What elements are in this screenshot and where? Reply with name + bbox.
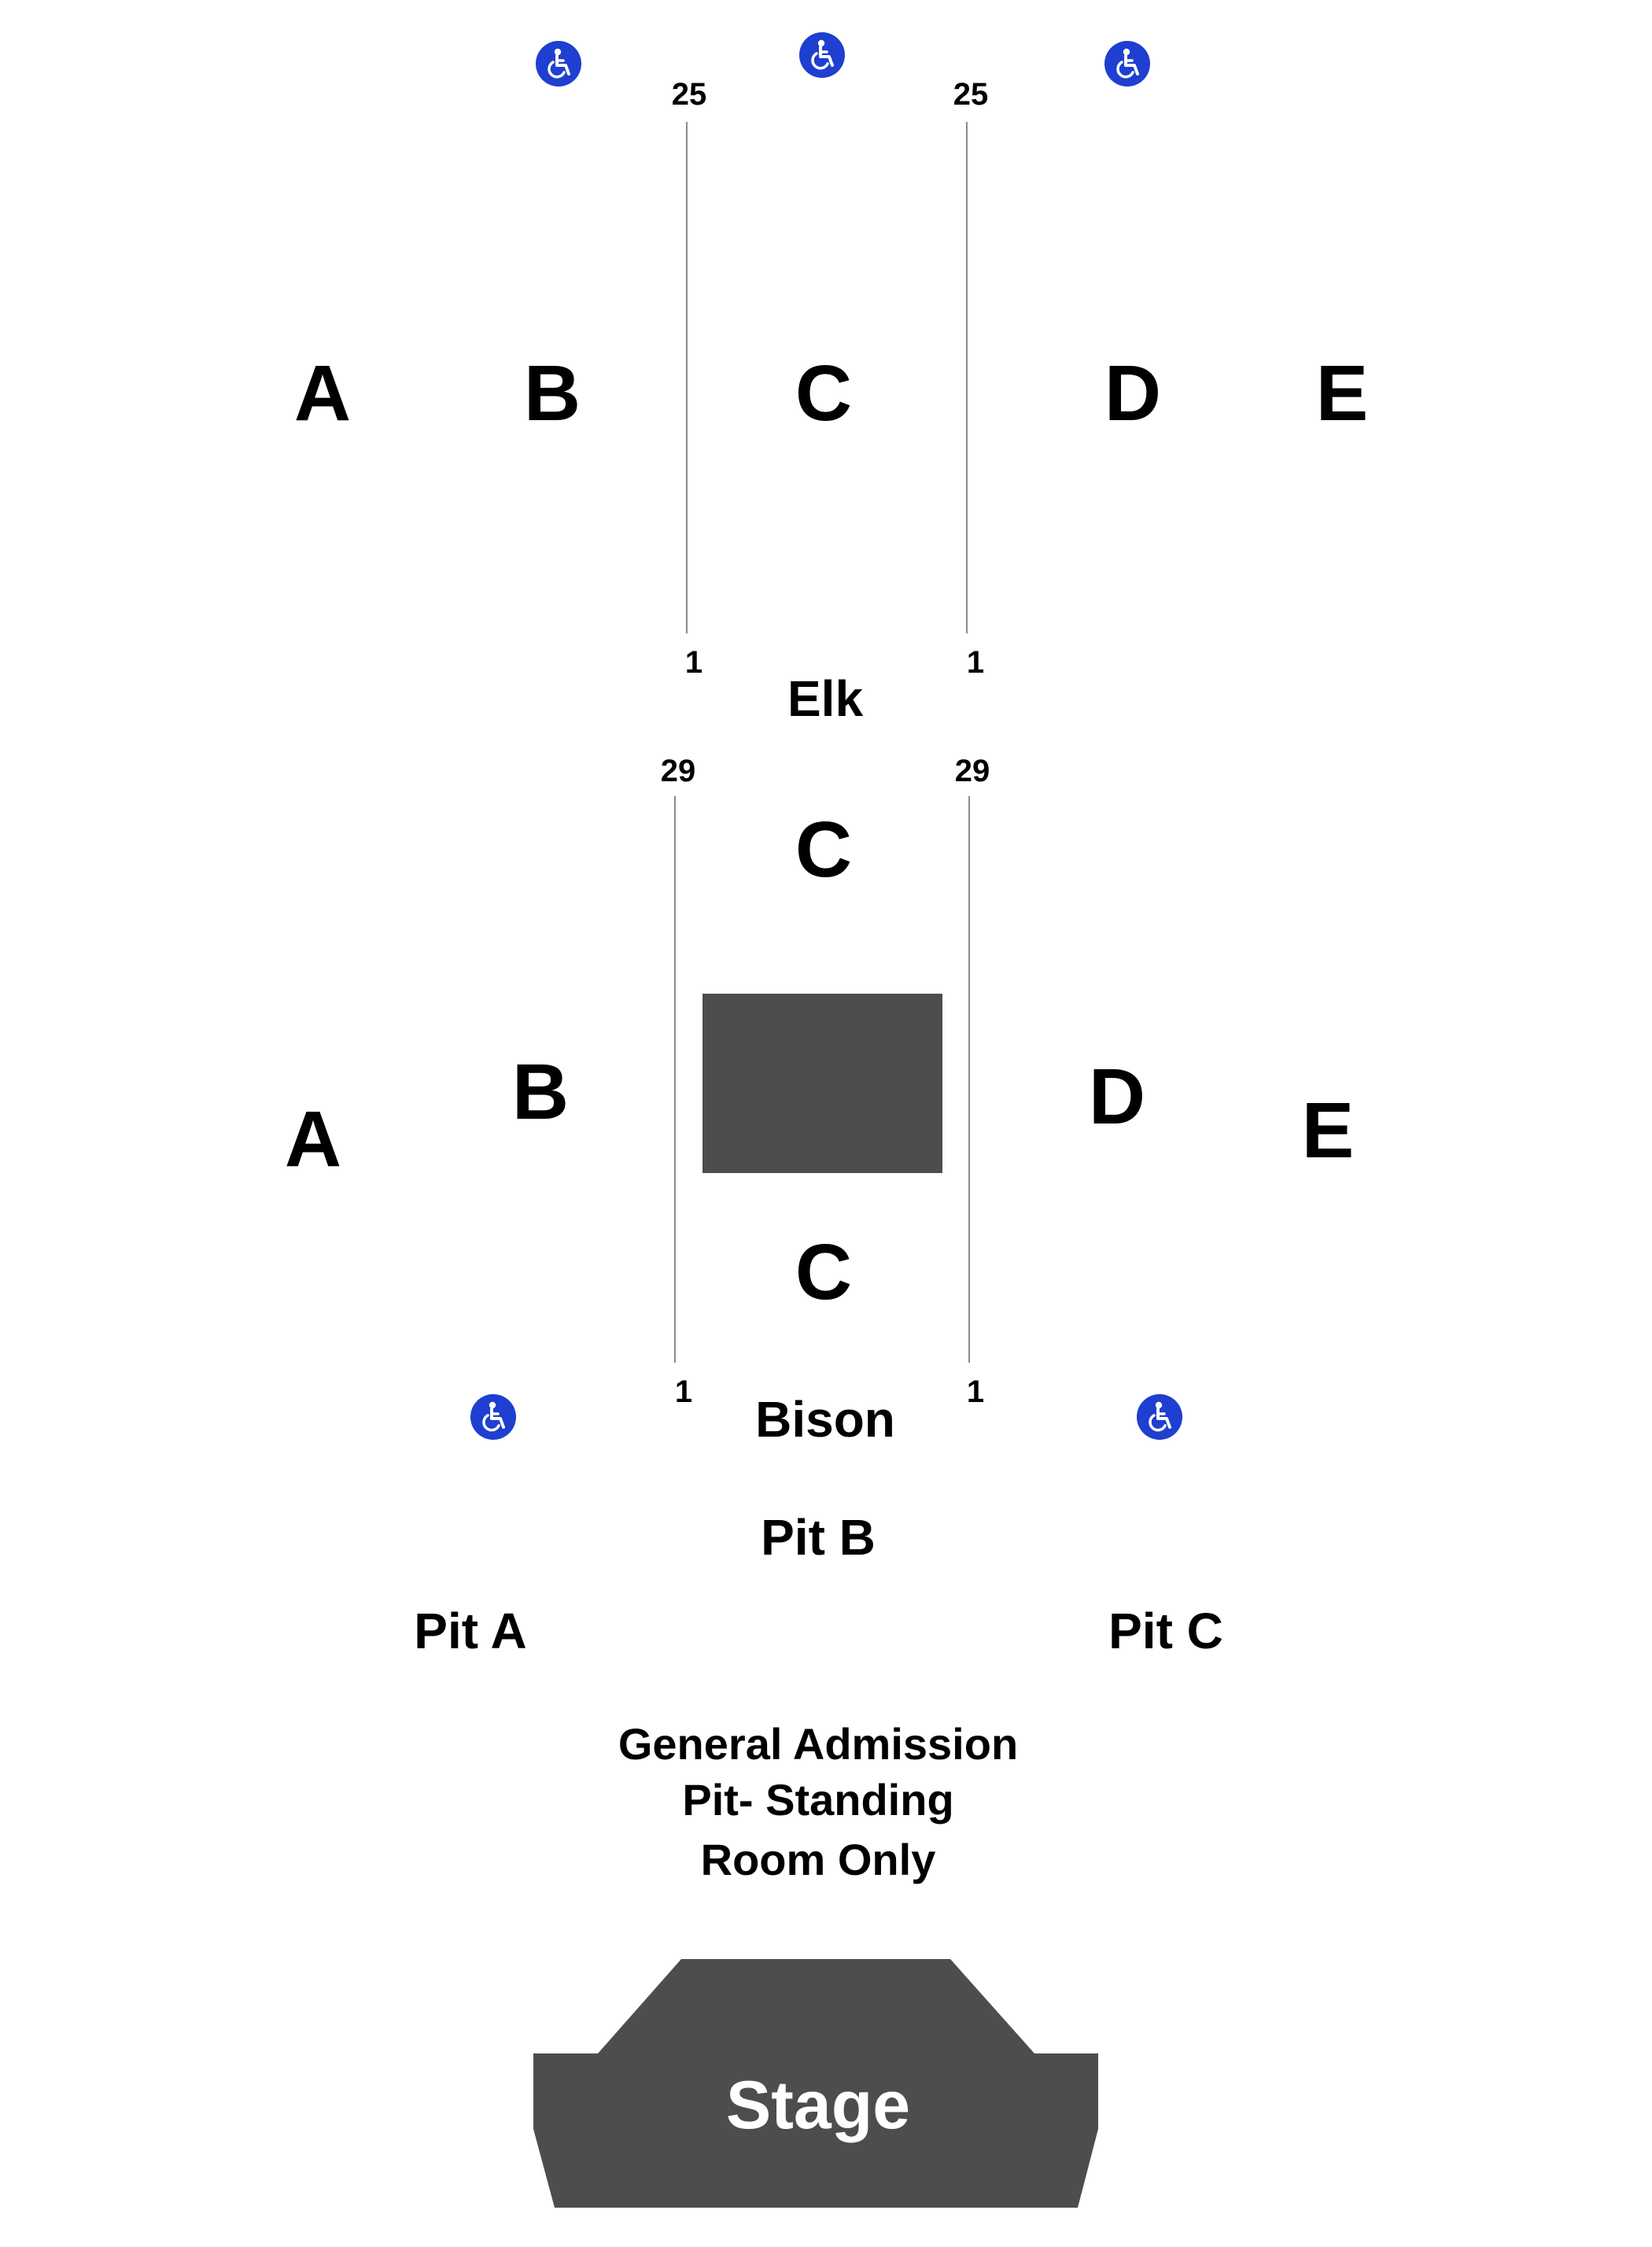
general-admission-line-2: Pit- Standing — [682, 1775, 954, 1825]
wheelchair-icon — [470, 1394, 516, 1440]
upper-level-name: Elk — [787, 670, 864, 727]
upper-section-e[interactable]: E — [1315, 349, 1369, 437]
lower-row-label-top-right: 29 — [954, 754, 990, 788]
wheelchair-icon — [1137, 1394, 1182, 1440]
pit-section-b[interactable]: Pit B — [761, 1509, 876, 1566]
upper-section-b[interactable]: B — [523, 349, 581, 437]
upper-section-d[interactable]: D — [1104, 349, 1162, 437]
upper-row-label-top-left: 25 — [671, 77, 707, 112]
lower-section-d[interactable]: D — [1088, 1053, 1146, 1141]
lower-level-name: Bison — [755, 1391, 895, 1448]
upper-row-label-bottom-right: 1 — [966, 645, 985, 680]
upper-row-label-bottom-left: 1 — [684, 645, 703, 680]
wheelchair-icon — [536, 41, 581, 87]
lower-row-label-bottom-right: 1 — [966, 1374, 985, 1409]
lower-section-c-top[interactable]: C — [795, 806, 853, 894]
lower-section-e[interactable]: E — [1301, 1087, 1355, 1175]
upper-section-a[interactable]: A — [293, 349, 352, 437]
stage-shape[interactable] — [533, 1959, 1098, 2208]
lower-row-label-top-left: 29 — [660, 754, 696, 788]
sound-booth-block — [702, 994, 942, 1173]
lower-row-label-bottom-left: 1 — [674, 1374, 693, 1409]
pit-section-a[interactable]: Pit A — [414, 1603, 527, 1659]
pit-section-c[interactable]: Pit C — [1108, 1603, 1223, 1659]
lower-section-a[interactable]: A — [284, 1095, 342, 1183]
lower-section-c-bottom[interactable]: C — [795, 1228, 853, 1316]
stage-label: Stage — [725, 2068, 911, 2143]
lower-section-b[interactable]: B — [511, 1048, 570, 1136]
wheelchair-icon — [799, 32, 845, 78]
wheelchair-icon — [1104, 41, 1150, 87]
upper-section-c[interactable]: C — [795, 349, 853, 437]
general-admission-line-1: General Admission — [618, 1719, 1019, 1769]
general-admission-line-3: Room Only — [700, 1835, 936, 1884]
upper-row-label-top-right: 25 — [953, 77, 989, 112]
